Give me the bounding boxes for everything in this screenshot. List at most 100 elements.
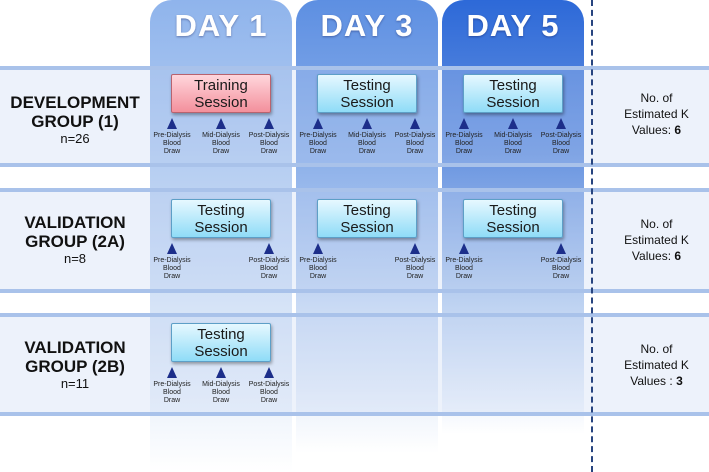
pre-draw-marker-icon xyxy=(459,243,469,254)
draw-label-line: Draw xyxy=(552,148,570,155)
estimated-line: Values: 6 xyxy=(604,248,709,264)
draw-label-line: Blood xyxy=(212,389,230,396)
draw-label-line: Draw xyxy=(163,273,181,280)
group-label-validation-2b: VALIDATION GROUP (2B) n=11 xyxy=(0,338,150,391)
estimated-value: 3 xyxy=(676,374,683,388)
row-band-validation-2b xyxy=(0,313,709,416)
draw-label-line: Pre-Dialysis xyxy=(445,257,483,264)
draw-label-line: Blood xyxy=(260,265,278,272)
draw-label-line: Draw xyxy=(455,148,473,155)
draw-label-line: Blood xyxy=(260,389,278,396)
draw-label-line: Blood xyxy=(309,265,327,272)
draw-label-line: Post-Dialysis xyxy=(248,257,290,264)
draw-label-line: Draw xyxy=(260,397,278,404)
draw-label-line: Blood xyxy=(504,140,522,147)
draw-label-line: Draw xyxy=(552,273,570,280)
mid-draw-marker-icon xyxy=(508,118,518,129)
group-count: n=8 xyxy=(63,251,87,266)
post-draw-marker-icon xyxy=(264,243,274,254)
draw-label-line: Pre-Dialysis xyxy=(153,132,191,139)
draw-label-line: Mid-Dialysis xyxy=(494,132,532,139)
estimated-line: Values: 6 xyxy=(604,122,709,138)
post-draw-marker-icon xyxy=(556,118,566,129)
post-draw-marker-icon xyxy=(410,243,420,254)
pre-draw-marker-icon xyxy=(459,118,469,129)
draw-label-line: Post-Dialysis xyxy=(540,257,582,264)
draw-label-line: Draw xyxy=(212,148,230,155)
session-label-line: Testing xyxy=(343,202,391,219)
day-3-header: DAY 3 xyxy=(320,8,414,43)
pre-draw-marker-icon xyxy=(167,243,177,254)
draw-label-line: Post-Dialysis xyxy=(248,132,290,139)
draw-label-line: Draw xyxy=(309,273,327,280)
draw-label-line: Draw xyxy=(163,148,181,155)
session-label-line: Testing xyxy=(489,77,537,94)
draw-label-line: Draw xyxy=(358,148,376,155)
draw-label-line: Draw xyxy=(309,148,327,155)
pre-draw-marker-icon xyxy=(313,118,323,129)
estimated-line: Estimated K xyxy=(624,358,689,372)
estimated-value: 6 xyxy=(674,249,682,263)
session-label-line: Testing xyxy=(197,202,245,219)
session-label-line: Session xyxy=(486,219,540,236)
draw-label-line: Blood xyxy=(260,140,278,147)
session-label-line: Session xyxy=(194,94,248,111)
draw-label-line: Blood xyxy=(163,140,181,147)
session-label-line: Training xyxy=(194,77,248,94)
post-draw-marker-icon xyxy=(264,118,274,129)
group-name-line: GROUP (2A) xyxy=(25,232,125,251)
estimated-label: Values : xyxy=(630,374,677,388)
session-label-line: Testing xyxy=(197,326,245,343)
estimated-line: No. of xyxy=(640,342,673,356)
draw-label-line: Pre-Dialysis xyxy=(299,132,337,139)
draw-label-line: Post-Dialysis xyxy=(248,381,290,388)
draw-label-line: Post-Dialysis xyxy=(394,132,436,139)
draw-label-line: Draw xyxy=(260,273,278,280)
draw-label-line: Pre-Dialysis xyxy=(445,132,483,139)
group-count: n=26 xyxy=(60,131,90,146)
post-draw-marker-icon xyxy=(556,243,566,254)
draw-label-line: Draw xyxy=(455,273,473,280)
draw-label-line: Draw xyxy=(212,397,230,404)
estimated-k-development: No. of Estimated K Values: 6 xyxy=(604,90,709,138)
draw-label-line: Blood xyxy=(358,140,376,147)
draw-label-line: Pre-Dialysis xyxy=(299,257,337,264)
session-label-line: Testing xyxy=(343,77,391,94)
group-name-line: GROUP (1) xyxy=(31,112,119,131)
group-label-development: DEVELOPMENT GROUP (1) n=26 xyxy=(0,93,150,146)
session-label-line: Session xyxy=(194,343,248,360)
group-name-line: DEVELOPMENT xyxy=(10,93,140,112)
draw-label-line: Draw xyxy=(163,397,181,404)
draw-label-line: Draw xyxy=(406,273,424,280)
draw-label-line: Post-Dialysis xyxy=(540,132,582,139)
session-label-line: Session xyxy=(340,219,394,236)
draw-label-line: Post-Dialysis xyxy=(394,257,436,264)
draw-label-line: Pre-Dialysis xyxy=(153,257,191,264)
draw-label-line: Blood xyxy=(212,140,230,147)
day-1-header: DAY 1 xyxy=(174,8,268,43)
mid-draw-marker-icon xyxy=(216,367,226,378)
draw-label-line: Pre-Dialysis xyxy=(153,381,191,388)
draw-label-line: Mid-Dialysis xyxy=(202,132,240,139)
post-draw-marker-icon xyxy=(410,118,420,129)
group-name-line: VALIDATION xyxy=(24,213,126,232)
draw-label-line: Draw xyxy=(406,148,424,155)
dashed-divider xyxy=(591,0,593,472)
estimated-line: Values : 3 xyxy=(604,373,709,389)
estimated-value: 6 xyxy=(674,123,682,137)
draw-label-line: Draw xyxy=(260,148,278,155)
pre-draw-marker-icon xyxy=(167,118,177,129)
